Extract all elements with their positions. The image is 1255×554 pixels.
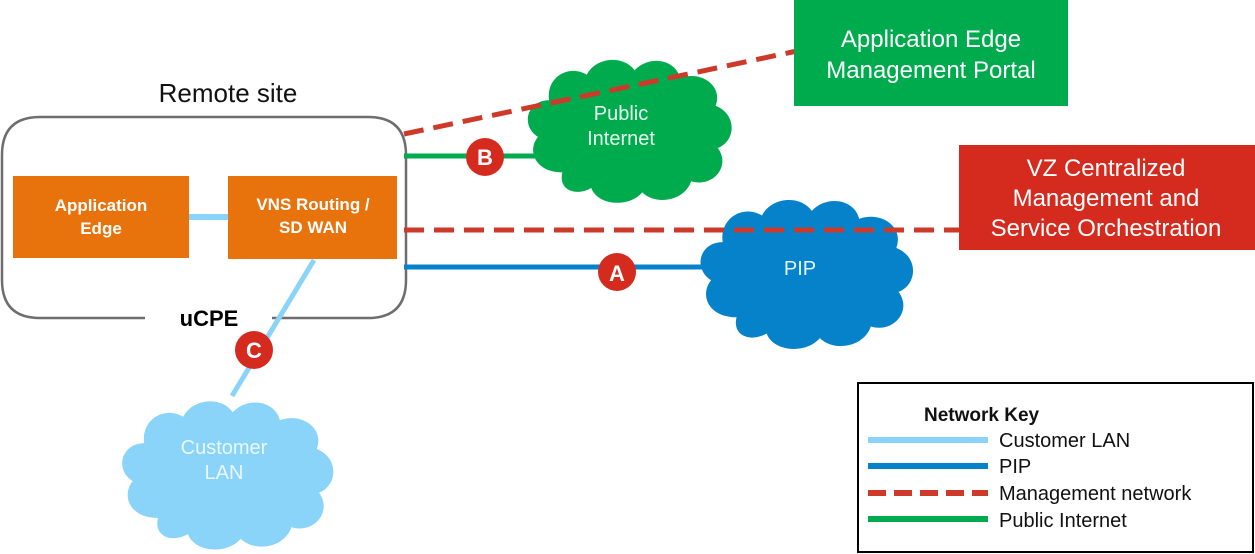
vns-routing-line2: SD WAN	[279, 218, 347, 237]
application-edge-line2: Edge	[80, 219, 122, 238]
management-link-portal	[403, 48, 798, 137]
key-label-public-internet: Public Internet	[999, 510, 1127, 532]
application-edge-box[interactable]: Application Edge	[13, 176, 189, 258]
ucpe-container	[0, 115, 408, 320]
key-label-pip: PIP	[999, 456, 1031, 478]
key-label-customer-lan: Customer LAN	[999, 430, 1130, 452]
customer-lan-cloud[interactable]: Customer LAN	[122, 401, 334, 550]
vns-routing-box[interactable]: VNS Routing / SD WAN	[228, 176, 397, 259]
marker-a: A	[598, 253, 636, 291]
pip-cloud[interactable]: PIP	[700, 199, 914, 349]
vz-line2: Management and	[1013, 185, 1200, 212]
app-edge-management-portal-box[interactable]: Application Edge Management Portal	[794, 0, 1068, 106]
vz-line3: Service Orchestration	[991, 215, 1222, 242]
application-edge-line1: Application	[55, 196, 148, 215]
network-key-title: Network Key	[924, 405, 1040, 426]
vz-centralized-management-box[interactable]: VZ Centralized Management and Service Or…	[959, 145, 1255, 250]
public-internet-cloud[interactable]: Public Internet	[527, 59, 732, 203]
vns-routing-line1: VNS Routing /	[256, 195, 370, 214]
vz-line1: VZ Centralized	[1027, 155, 1186, 182]
marker-c: C	[235, 331, 273, 369]
customer-lan-link	[229, 258, 317, 398]
customer-lan-line2: LAN	[205, 462, 244, 484]
public-internet-line2: Internet	[587, 128, 655, 150]
svg-text:B: B	[477, 145, 493, 170]
svg-text:C: C	[246, 338, 262, 363]
marker-b: B	[466, 138, 504, 176]
ucpe-label: uCPE	[180, 306, 239, 331]
key-label-management: Management network	[999, 483, 1192, 505]
public-internet-line1: Public	[594, 103, 648, 125]
pip-label: PIP	[784, 258, 816, 280]
svg-text:A: A	[609, 261, 625, 286]
remote-site-title: Remote site	[159, 78, 298, 108]
portal-line2: Management Portal	[826, 57, 1035, 84]
customer-lan-line1: Customer	[181, 437, 268, 459]
portal-line1: Application Edge	[841, 26, 1021, 53]
network-key: Network Key Customer LAN PIP Management …	[857, 382, 1254, 553]
